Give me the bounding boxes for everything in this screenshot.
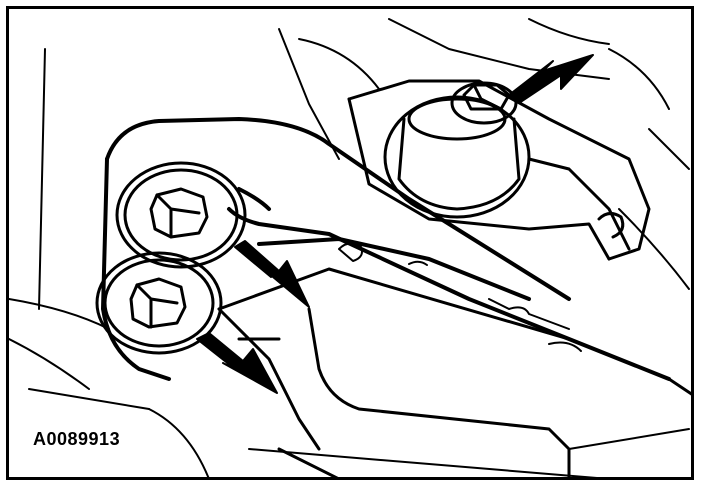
callout-arrow-lower-left bbox=[196, 332, 278, 394]
mechanical-illustration bbox=[9, 18, 691, 477]
figure-frame: A0089913 bbox=[6, 6, 694, 480]
figure-code-label: A0089913 bbox=[31, 429, 123, 450]
background-housing bbox=[9, 18, 690, 477]
upper-left-bolt bbox=[115, 161, 247, 269]
arm-seam bbox=[338, 242, 582, 352]
callout-arrow-upper-left bbox=[234, 240, 310, 308]
lower-body bbox=[217, 267, 691, 477]
callout-arrow-top-right bbox=[508, 54, 594, 104]
bracket-arm bbox=[101, 117, 671, 381]
lower-left-bolt bbox=[95, 251, 223, 355]
